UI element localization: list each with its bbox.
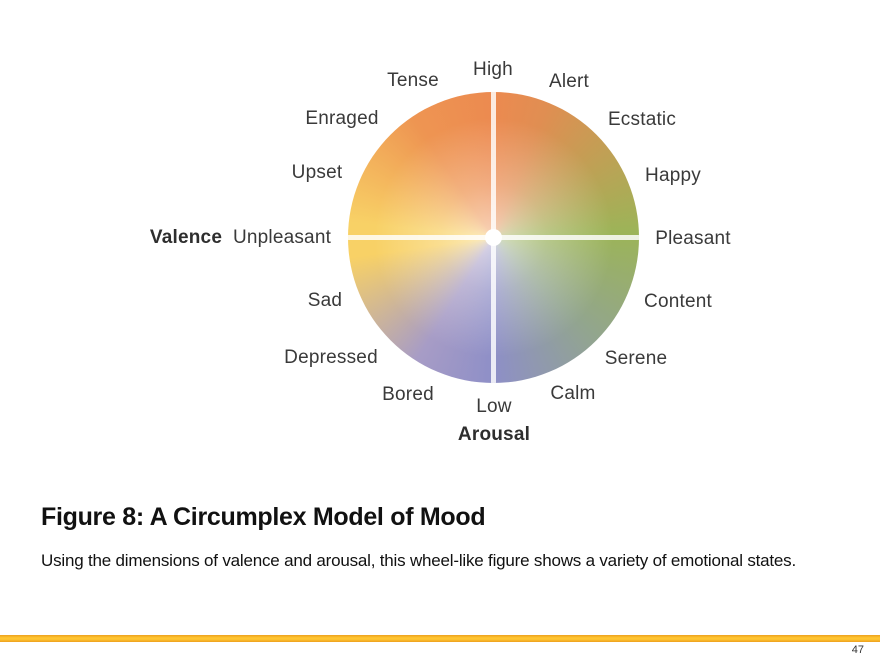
- footer-accent-bar: [0, 635, 880, 642]
- emotion-label-happy: Happy: [645, 165, 701, 186]
- emotion-label-ecstatic: Ecstatic: [607, 109, 677, 130]
- emotion-label-serene: Serene: [604, 348, 668, 369]
- axis-label-unpleasant: Unpleasant: [232, 227, 332, 248]
- axis-label-high: High: [473, 59, 513, 80]
- axis-label-pleasant: Pleasant: [655, 228, 731, 249]
- figure-caption: Using the dimensions of valence and arou…: [41, 551, 796, 570]
- emotion-label-content: Content: [644, 291, 712, 312]
- emotion-label-calm: Calm: [550, 383, 596, 404]
- wheel-center-dot: [485, 229, 502, 246]
- axis-label-low: Low: [476, 396, 512, 417]
- figure-title: Figure 8: A Circumplex Model of Mood: [41, 503, 486, 531]
- emotion-label-tense: Tense: [387, 70, 439, 91]
- emotion-label-sad: Sad: [307, 290, 343, 311]
- emotion-label-upset: Upset: [291, 162, 343, 183]
- emotion-label-alert: Alert: [548, 71, 590, 92]
- emotion-label-bored: Bored: [382, 384, 434, 405]
- axis-name-valence: Valence: [149, 227, 223, 248]
- emotion-label-enraged: Enraged: [305, 108, 379, 129]
- axis-name-arousal: Arousal: [457, 424, 531, 445]
- emotion-label-depressed: Depressed: [284, 347, 378, 368]
- page-number: 47: [851, 644, 864, 656]
